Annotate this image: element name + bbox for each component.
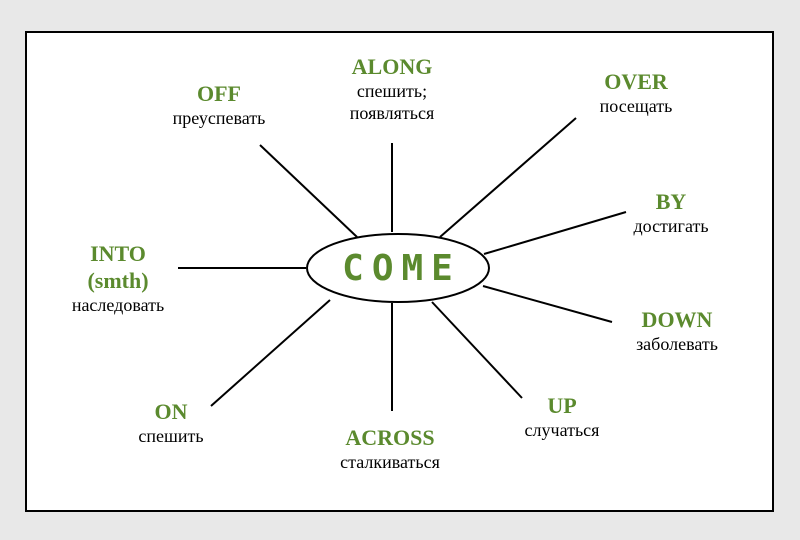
connector-on [210,299,331,407]
translation: заболевать [636,334,718,354]
connector-up [431,301,523,399]
connector-over [439,117,577,238]
translation: сталкиваться [340,452,440,472]
connector-off [259,144,358,238]
connector-by [483,211,627,255]
verb-label: DOWN [641,307,713,332]
node-up: UP случаться [525,392,600,441]
verb-label: INTO [90,241,146,266]
verb-label: ACROSS [345,425,435,450]
translation: спешить; [356,81,428,101]
verb-qualifier: (smth) [87,268,149,293]
node-off: OFF преуспевать [173,80,266,129]
center-ellipse [306,233,490,303]
node-along: ALONG спешить; появляться [350,53,434,124]
center-word: COME [342,247,461,289]
node-across: ACROSS сталкиваться [340,424,440,473]
verb-label: UP [547,393,577,418]
node-down: DOWN заболевать [636,306,718,355]
connector-down [482,285,613,323]
node-into: INTO (smth) наследовать [72,240,164,316]
translation: появляться [349,103,435,123]
translation: посещать [599,96,673,116]
node-over: OVER посещать [600,68,673,117]
verb-label: ALONG [351,54,433,79]
verb-label: OVER [604,69,668,94]
node-by: BY достигать [633,188,708,237]
translation: случаться [524,420,600,440]
verb-label: OFF [197,81,241,106]
node-on: ON спешить [138,398,203,447]
verb-label: BY [655,189,687,214]
verb-label: ON [154,399,188,424]
translation: наследовать [71,295,165,315]
translation: спешить [138,426,204,446]
translation: преуспевать [172,108,266,128]
translation: достигать [633,216,709,236]
